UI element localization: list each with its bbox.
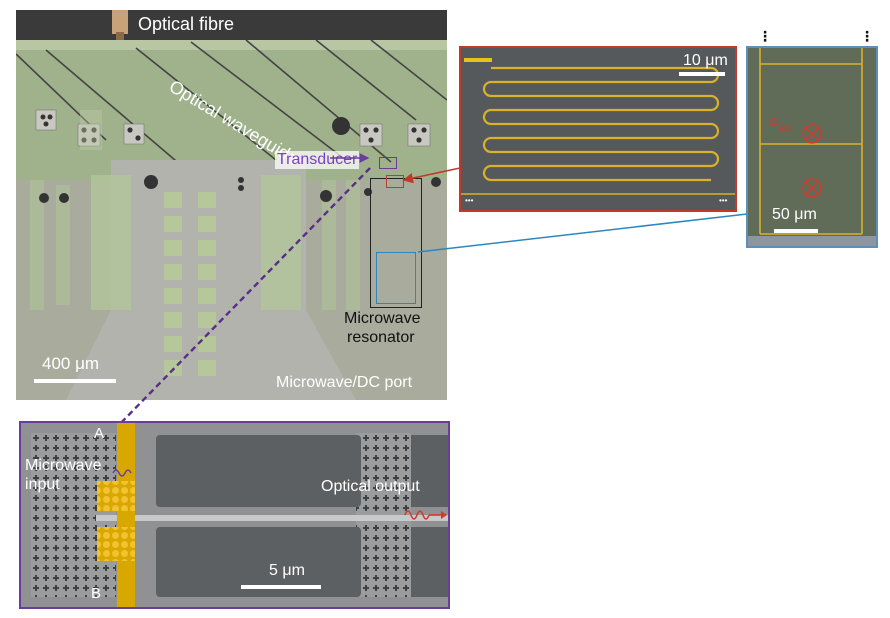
chip-micrograph-panel: Optical fibre Optical waveguide Transduc… <box>16 10 447 400</box>
main-scale-label: 400 μm <box>42 354 100 373</box>
main-scale-bar <box>34 379 116 383</box>
flux-phi-symbol: Φ <box>768 114 780 130</box>
flux-dots-left: ⋮ <box>758 28 772 44</box>
device-sem-panel: A B Microwave input Optical output 5 μm <box>19 421 450 609</box>
flux-phi-label: Φext <box>768 114 790 133</box>
device-sem-image <box>21 423 448 607</box>
meander-red-highlight-box <box>386 175 404 188</box>
flux-phi-subscript: ext <box>779 123 790 133</box>
device-scale-bar <box>241 585 321 589</box>
microwave-input-label-line2: input <box>25 476 60 493</box>
meander-scale-bar <box>679 72 725 76</box>
flux-loop-image <box>748 48 876 246</box>
microwave-input-label-line1: Microwave <box>25 457 102 474</box>
flux-scale-label: 50 μm <box>772 206 817 223</box>
microwave-dc-port-label: Microwave/DC port <box>276 374 413 391</box>
resonator-blue-highlight-box <box>376 252 416 304</box>
flux-scale-bar <box>774 229 818 233</box>
meander-scale-label: 10 μm <box>683 52 728 69</box>
transducer-purple-highlight-box <box>379 157 397 169</box>
meander-dots-left: ••• <box>465 196 474 205</box>
optical-fibre-label: Optical fibre <box>138 14 235 34</box>
microwave-resonator-label-line1: Microwave <box>344 310 421 327</box>
meander-dots-right: ••• <box>719 196 728 205</box>
device-label-b: B <box>91 585 102 602</box>
meander-sem-panel: 10 μm ••• ••• <box>459 46 737 212</box>
flux-dots-right: ⋮ <box>860 28 874 44</box>
blue-connector <box>417 213 748 253</box>
transducer-label: Transducer <box>275 151 360 169</box>
device-scale-label: 5 μm <box>269 562 305 579</box>
microwave-resonator-label-line2: resonator <box>347 329 415 346</box>
optical-output-label: Optical output <box>321 478 420 495</box>
flux-loop-panel: Φext 50 μm <box>746 46 878 248</box>
device-label-a: A <box>94 425 105 442</box>
